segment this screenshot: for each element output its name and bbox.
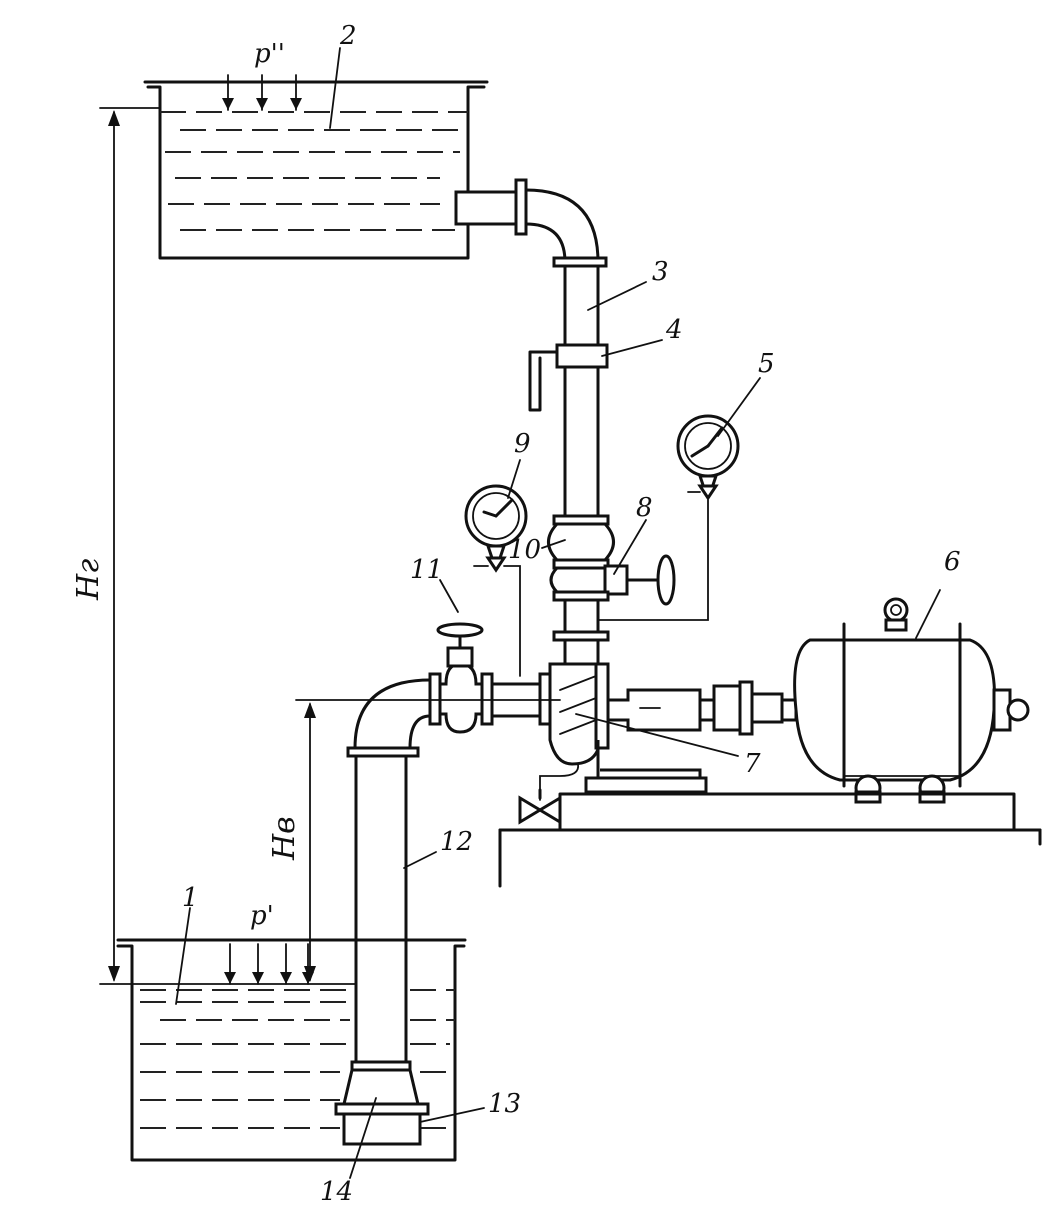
strainer: [342, 1112, 422, 1146]
labels: p'' 2 3 4 5 6 7 8 9 10 11 12 13 14 1 p' …: [71, 21, 961, 1207]
label-p-lower: p': [250, 901, 274, 931]
suction-line: [353, 622, 552, 750]
label-14: 14: [320, 1177, 353, 1207]
lower-tank: [116, 938, 467, 1162]
centrifugal-pump: [518, 662, 798, 825]
dimension-Hg: [99, 107, 357, 985]
label-4: 4: [665, 315, 683, 345]
upper-tank: [143, 74, 489, 260]
label-9: 9: [514, 429, 531, 459]
label-6: 6: [944, 547, 961, 577]
valve-handwheel-11: [436, 622, 484, 638]
discharge-pipe: [454, 178, 709, 667]
label-1: 1: [182, 883, 199, 913]
pressure-gauge-5: [676, 414, 740, 501]
label-Hg: Hг: [71, 559, 106, 601]
label-8: 8: [636, 493, 653, 523]
foot-valve: [342, 1068, 420, 1106]
label-10: 10: [508, 535, 541, 565]
label-7: 7: [744, 749, 761, 779]
label-5: 5: [758, 349, 775, 379]
label-Hv: Hв: [267, 816, 302, 861]
label-12: 12: [440, 827, 473, 857]
vacuum-gauge-9: [464, 484, 528, 677]
pressure-arrows-lower: [224, 943, 314, 985]
label-2: 2: [339, 21, 357, 51]
suction-pipe: [346, 746, 420, 1072]
label-3: 3: [652, 257, 669, 287]
label-p-upper: p'': [254, 39, 285, 69]
label-13: 13: [488, 1089, 521, 1119]
handwheel: [656, 554, 676, 606]
flowmeter: [555, 343, 609, 369]
suction-valve-11: [438, 662, 484, 734]
pressure-arrows-upper: [222, 74, 302, 111]
gate-valve-8: [549, 566, 613, 594]
leader-lines: [175, 47, 941, 1179]
electric-motor: [498, 597, 1042, 888]
dimension-Hv: [295, 699, 561, 982]
label-11: 11: [410, 555, 443, 585]
